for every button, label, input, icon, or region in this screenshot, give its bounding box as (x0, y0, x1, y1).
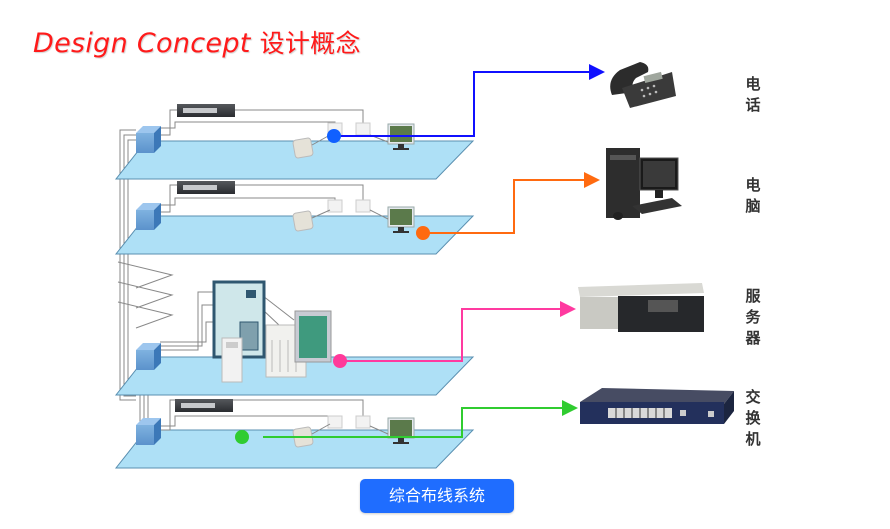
server-connector-line (340, 301, 576, 362)
computer-connector-dot (416, 226, 430, 240)
floor-plate (114, 429, 475, 469)
computer-connector-line (423, 172, 600, 234)
page-title: Design Concept 设计概念 (33, 24, 361, 60)
floor-plate (114, 140, 475, 180)
floor-3 (114, 280, 475, 396)
monitor-icon (369, 206, 415, 233)
wall-outlet-icon (355, 122, 371, 136)
wall-outlet-icon (355, 415, 371, 429)
wall-outlet-icon (355, 199, 371, 213)
monitor-icon (369, 123, 415, 150)
telephone-connector-dot (327, 129, 341, 143)
tower-server-icon (221, 337, 243, 383)
title-chinese: 设计概念 (259, 29, 361, 58)
distribution-box-icon (136, 126, 161, 153)
floor-1 (114, 104, 475, 180)
switch-connector-dot (235, 430, 249, 444)
rack-server-icon (578, 283, 704, 332)
computer-connection (416, 172, 600, 240)
device-label-computer: 电脑 (745, 176, 761, 215)
server-connection (333, 301, 576, 368)
network-switch-icon (175, 399, 233, 412)
network-switch-icon (177, 104, 235, 117)
title-english: Design Concept (33, 28, 251, 59)
desk-phone-icon (292, 209, 331, 232)
floor-plate (114, 215, 475, 255)
network-switch-icon (580, 388, 734, 424)
wall-outlet-icon (327, 199, 343, 213)
floor-2 (114, 181, 475, 255)
distribution-box-icon (136, 203, 161, 230)
floor-4 (114, 399, 475, 469)
device-label-server: 服务器 (745, 287, 761, 347)
desktop-computer-icon (606, 148, 682, 220)
device-label-telephone: 电话 (745, 75, 761, 114)
telephone-connection (327, 64, 605, 143)
switch-connection (235, 400, 578, 444)
network-switch-icon (177, 181, 235, 194)
distribution-box-icon (136, 343, 161, 370)
distribution-box-icon (136, 418, 161, 445)
server-connector-dot (333, 354, 347, 368)
telephone-connector-line (334, 64, 605, 137)
rack-cabinet-icon (294, 310, 332, 363)
switch-connector-line (263, 400, 578, 438)
device-label-switch: 交换机 (745, 388, 761, 448)
wall-outlet-icon (327, 415, 343, 429)
desk-phone-icon (292, 134, 331, 159)
telephone-icon (610, 62, 676, 108)
integrated-cabling-system-badge: 综合布线系统 (360, 479, 514, 513)
